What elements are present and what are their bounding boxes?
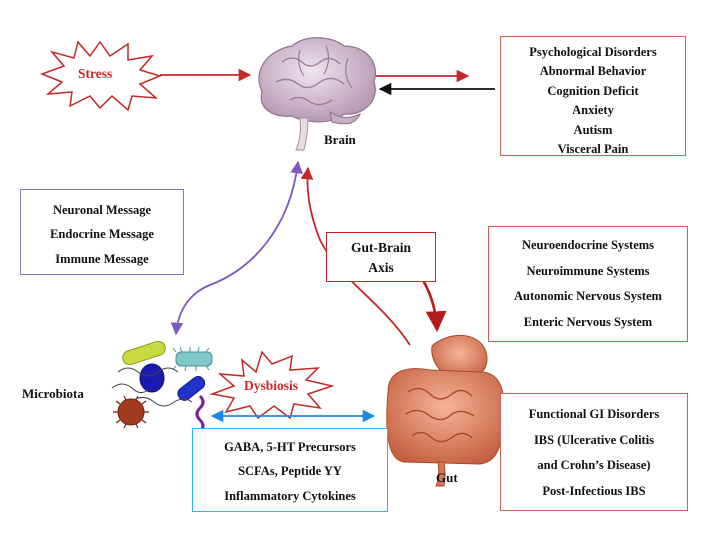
- brain-label: Brain: [324, 132, 356, 147]
- axis-line: Gut-Brain: [350, 240, 411, 255]
- microbiota-brain-arrow: [170, 160, 303, 336]
- microbiota-label: Microbiota: [22, 386, 84, 401]
- disorders-box: Psychological Disorders Abnormal Behavio…: [500, 36, 686, 156]
- gi-line: and Crohn’s Disease): [537, 458, 651, 473]
- brain-illustration: [258, 37, 376, 151]
- stress-label: Stress: [78, 66, 113, 81]
- disorders-line: Visceral Pain: [557, 141, 629, 156]
- microbes-illustration: [111, 340, 213, 434]
- systems-line: Neuroimmune Systems: [526, 263, 650, 278]
- disorders-line: Cognition Deficit: [547, 83, 639, 98]
- systems-line: Neuroendocrine Systems: [521, 238, 655, 252]
- messages-line: Immune Message: [55, 251, 149, 266]
- metabolites-line: SCFAs, Peptide YY: [238, 464, 342, 479]
- disorders-line: Psychological Disorders: [529, 45, 657, 59]
- systems-box: Neuroendocrine Systems Neuroimmune Syste…: [488, 226, 688, 342]
- gi-line: Post-Infectious IBS: [542, 483, 646, 498]
- dysbiosis-label: Dysbiosis: [244, 378, 299, 393]
- gut-label: Gut: [436, 470, 458, 485]
- dysbiosis-starburst: [209, 350, 335, 420]
- gi-line: Functional GI Disorders: [528, 407, 660, 421]
- disorders-line: Abnormal Behavior: [539, 64, 647, 79]
- systems-line: Enteric Nervous System: [523, 314, 653, 329]
- axis-line: Axis: [368, 259, 394, 275]
- disorders-line: Anxiety: [572, 103, 614, 118]
- gut-brain-axis-box: Gut-Brain Axis: [326, 232, 436, 282]
- metabolites-box: GABA, 5-HT Precursors SCFAs, Peptide YY …: [192, 428, 388, 512]
- gut-illustration: [386, 334, 505, 487]
- metabolites-line: GABA, 5-HT Precursors: [224, 440, 356, 454]
- messages-line: Neuronal Message: [52, 203, 152, 217]
- gi-disorders-box: Functional GI Disorders IBS (Ulcerative …: [500, 393, 688, 511]
- metabolites-line: Inflammatory Cytokines: [224, 488, 356, 503]
- messages-line: Endocrine Message: [50, 227, 154, 242]
- gut-to-brain-arrow: [300, 166, 411, 346]
- messages-box: Neuronal Message Endocrine Message Immun…: [20, 189, 184, 275]
- systems-line: Autonomic Nervous System: [514, 289, 662, 304]
- stress-starburst: [39, 40, 163, 112]
- gi-line: IBS (Ulcerative Colitis: [533, 432, 655, 447]
- disorders-line: Autism: [573, 122, 613, 137]
